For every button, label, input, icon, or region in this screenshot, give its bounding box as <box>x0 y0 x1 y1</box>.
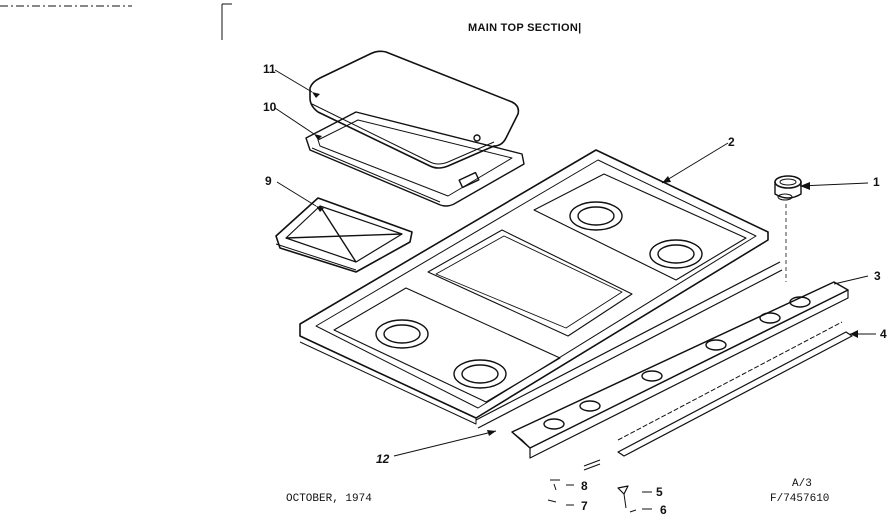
callout-11: 11 <box>263 62 276 76</box>
callout-6: 6 <box>660 503 667 517</box>
callout-8: 8 <box>581 479 588 493</box>
callout-12: 12 <box>376 452 390 466</box>
grate-part-9 <box>275 197 413 273</box>
sheet-number: A/3 <box>792 478 812 490</box>
diagram-title: MAIN TOP SECTION| <box>468 22 582 34</box>
hardware-parts-5-8 <box>547 459 637 513</box>
callout-7: 7 <box>581 499 588 513</box>
callout-4: 4 <box>880 327 887 341</box>
print-date: OCTOBER, 1974 <box>286 493 372 505</box>
cover-lid-part-11 <box>309 50 520 169</box>
callout-3: 3 <box>874 269 881 283</box>
callout-5: 5 <box>656 485 663 499</box>
trim-strip-part-4 <box>617 321 853 457</box>
knob-part-1 <box>774 175 802 282</box>
callout-1: 1 <box>873 175 880 189</box>
callout-2: 2 <box>728 135 735 149</box>
lid-frame-part-10 <box>305 111 525 207</box>
part-number: F/7457610 <box>770 493 830 505</box>
main-top-panel-part-2 <box>299 149 783 429</box>
callout-10: 10 <box>263 100 277 114</box>
manifold-panel-part-3 <box>511 281 849 459</box>
leader-arrowheads <box>312 92 858 436</box>
callout-9: 9 <box>265 174 272 188</box>
leader-lines <box>274 69 876 510</box>
